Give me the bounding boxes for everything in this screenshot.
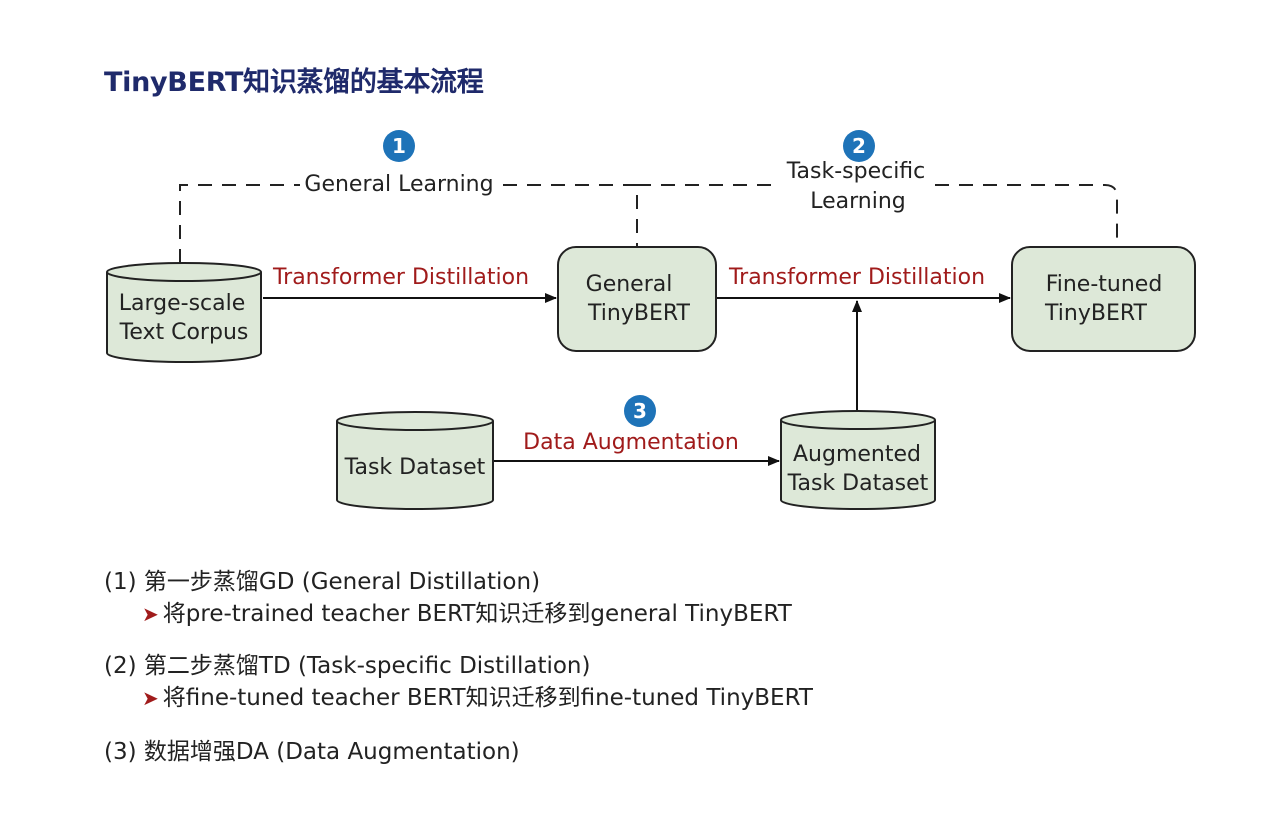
- note-step-2-detail-text: 将fine-tuned teacher BERT知识迁移到fine-tuned …: [162, 685, 813, 711]
- note-step-2-detail: ➤将fine-tuned teacher BERT知识迁移到fine-tuned…: [142, 678, 813, 712]
- svg-text:Large-scale: Large-scale: [119, 291, 246, 316]
- note-step-3: (3) 数据增强DA (Data Augmentation): [104, 739, 520, 765]
- svg-text:1: 1: [392, 134, 406, 158]
- task-specific-learning-path: [637, 184, 1118, 246]
- task-specific-learning-label-line2: Learning: [810, 189, 906, 214]
- note-step-2: (2) 第二步蒸馏TD (Task-specific Distillation): [104, 653, 591, 679]
- svg-text:Text Corpus: Text Corpus: [119, 320, 249, 345]
- node-text-corpus: Large-scale Text Corpus: [106, 262, 262, 363]
- svg-text:Task Dataset: Task Dataset: [344, 455, 486, 480]
- step-1-badge: 1: [383, 130, 415, 162]
- svg-text:TinyBERT: TinyBERT: [1044, 301, 1148, 326]
- node-general-tinybert: General TinyBERT: [557, 246, 717, 352]
- edge-label-transformer-distillation-1: Transformer Distillation: [272, 265, 529, 290]
- svg-text:TinyBERT: TinyBERT: [587, 301, 691, 326]
- svg-text:Augmented: Augmented: [793, 442, 921, 467]
- red-arrow-icon: ➤: [142, 686, 159, 710]
- node-finetuned-tinybert: Fine-tuned TinyBERT: [1011, 246, 1196, 352]
- edge-label-transformer-distillation-2: Transformer Distillation: [728, 265, 985, 290]
- step-3-badge: 3: [624, 395, 656, 427]
- task-specific-learning-label-line1: Task-specific: [786, 159, 926, 184]
- node-augmented-dataset: Augmented Task Dataset: [780, 410, 936, 510]
- node-task-dataset: Task Dataset: [336, 411, 494, 510]
- step-2-badge: 2: [843, 130, 875, 162]
- note-step-1-detail: ➤将pre-trained teacher BERT知识迁移到general T…: [142, 594, 792, 628]
- note-step-1-detail-text: 将pre-trained teacher BERT知识迁移到general Ti…: [162, 601, 792, 627]
- note-step-1: (1) 第一步蒸馏GD (General Distillation): [104, 569, 541, 595]
- svg-text:Fine-tuned: Fine-tuned: [1046, 272, 1163, 297]
- svg-text:General: General: [586, 272, 673, 297]
- svg-text:3: 3: [633, 399, 647, 423]
- svg-text:Task Dataset: Task Dataset: [787, 471, 929, 496]
- red-arrow-icon: ➤: [142, 602, 159, 626]
- edge-label-data-augmentation: Data Augmentation: [523, 430, 739, 455]
- page-title: TinyBERT知识蒸馏的基本流程: [104, 67, 484, 98]
- svg-text:2: 2: [852, 134, 866, 158]
- general-learning-label: General Learning: [304, 172, 493, 197]
